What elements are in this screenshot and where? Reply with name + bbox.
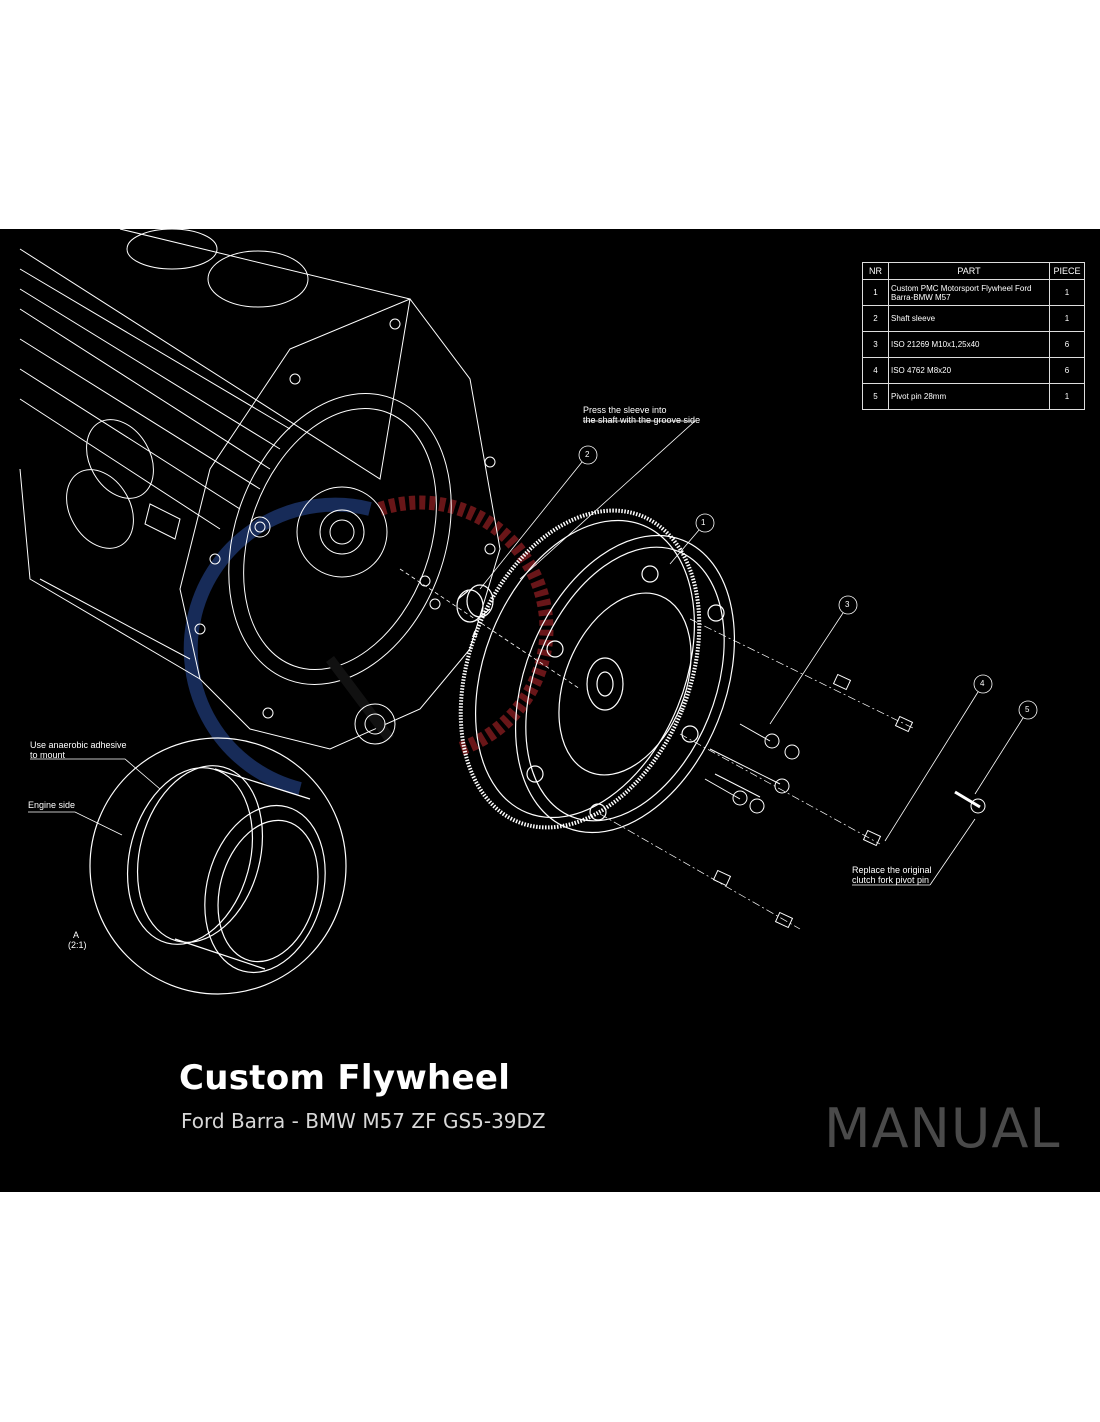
cell-part: Shaft sleeve (888, 305, 1050, 332)
header-part: PART (888, 262, 1050, 280)
cell-nr: 2 (862, 305, 889, 332)
manual-watermark: MANUAL (824, 1097, 1061, 1160)
callout-5: 5 (1025, 705, 1030, 714)
callout-3: 3 (845, 600, 850, 609)
detail-marker: A (472, 630, 478, 639)
engine-block (19, 229, 501, 750)
shaft-sleeve-part (399, 568, 581, 690)
pivot-note-line2: clutch fork pivot pin (852, 875, 930, 885)
header-nr: NR (862, 262, 889, 280)
callout-2: 2 (585, 450, 590, 459)
callout-1: 1 (701, 518, 706, 527)
cell-piece: 6 (1049, 331, 1085, 358)
detail-scale: (2:1) (68, 940, 87, 950)
cell-piece: 1 (1049, 383, 1085, 410)
pivot-note-line1: Replace the original (852, 865, 932, 875)
exploded-assembly-drawing (19, 229, 1038, 995)
cell-piece: 6 (1049, 357, 1085, 384)
cell-piece: 1 (1049, 305, 1085, 332)
table-header-row: NR PART PIECE (862, 262, 1085, 280)
header-piece: PIECE (1049, 262, 1085, 280)
cell-part: ISO 4762 M8x20 (888, 357, 1050, 384)
cell-piece: 1 (1049, 279, 1085, 306)
cell-nr: 3 (862, 331, 889, 358)
cell-part: ISO 21269 M10x1,25x40 (888, 331, 1050, 358)
callout-4: 4 (980, 679, 985, 688)
adhesive-note-line1: Use anaerobic adhesive (30, 740, 127, 750)
brand-logo-watermark (183, 495, 554, 796)
callout-leaders (479, 420, 1038, 886)
engine-side-note: Engine side (28, 800, 76, 810)
cell-nr: 4 (862, 357, 889, 384)
bolts (599, 618, 986, 930)
sleeve-note-line2: the shaft with the groove side (583, 415, 701, 425)
page-subtitle: Ford Barra - BMW M57 ZF GS5-39DZ (181, 1109, 546, 1133)
cell-nr: 5 (862, 383, 889, 410)
page-title: Custom Flywheel (179, 1058, 511, 1098)
adhesive-note-line2: to mount (30, 750, 66, 760)
flywheel-part (458, 508, 735, 834)
sleeve-note-line1: Press the sleeve into (583, 405, 667, 415)
cell-part: Custom PMC Motorsport Flywheel Ford Barr… (888, 279, 1050, 306)
detail-name: A (73, 930, 80, 940)
detail-view-a (28, 737, 347, 995)
cell-nr: 1 (862, 279, 889, 306)
cell-part: Pivot pin 28mm (888, 383, 1050, 410)
